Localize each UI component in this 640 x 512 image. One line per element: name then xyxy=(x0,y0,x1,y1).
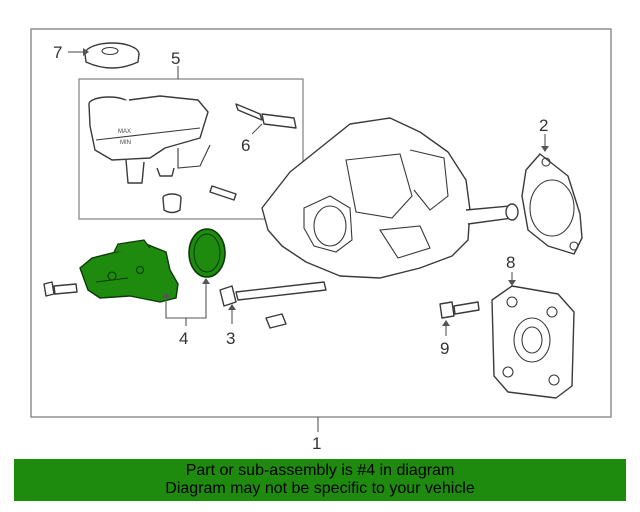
bolt-9-part[interactable] xyxy=(439,301,480,319)
callout-9-arrow xyxy=(442,320,450,326)
banner-line-2: Diagram may not be specific to your vehi… xyxy=(165,480,475,497)
callout-8: 8 xyxy=(506,253,515,272)
assembly-frame xyxy=(30,28,612,418)
callout-7-arrow xyxy=(83,48,89,56)
bolt-left-part[interactable] xyxy=(43,281,78,297)
callout-3: 3 xyxy=(226,329,235,348)
fluid-reservoir-part[interactable]: MAX MIN xyxy=(88,95,211,214)
master-cylinder-part[interactable] xyxy=(79,239,179,303)
long-bolt-part[interactable] xyxy=(219,281,327,329)
callout-1: 1 xyxy=(312,434,321,453)
info-banner: Part or sub-assembly is #4 in diagram Di… xyxy=(14,459,626,501)
sub-assembly-box xyxy=(78,78,304,220)
gasket-part[interactable] xyxy=(521,153,583,255)
level-sensor-part[interactable] xyxy=(209,103,297,201)
callout-2: 2 xyxy=(539,116,548,135)
callout-4-arrow-left xyxy=(162,292,170,298)
callout-7: 7 xyxy=(53,43,62,62)
max-mark: MAX xyxy=(118,129,131,135)
mounting-plate-part[interactable] xyxy=(491,285,575,399)
callout-2-arrow xyxy=(541,146,549,152)
min-mark: MIN xyxy=(120,140,131,146)
callout-4: 4 xyxy=(179,329,188,348)
callout-9: 9 xyxy=(440,339,449,358)
parts-diagram: 7 MAX MIN 5 6 1 xyxy=(30,28,612,453)
banner-line-1: Part or sub-assembly is #4 in diagram xyxy=(185,462,455,479)
callout-6: 6 xyxy=(241,136,250,155)
brake-booster-body-part[interactable] xyxy=(261,117,519,279)
callout-8-arrow xyxy=(508,280,516,286)
reservoir-cap-part[interactable] xyxy=(84,42,140,69)
callout-5: 5 xyxy=(171,49,180,68)
callout-6-leader xyxy=(251,123,263,135)
seal-ring-part[interactable] xyxy=(188,228,226,278)
callout-3-arrow xyxy=(228,304,236,310)
callout-4-arrow-right xyxy=(202,278,210,284)
